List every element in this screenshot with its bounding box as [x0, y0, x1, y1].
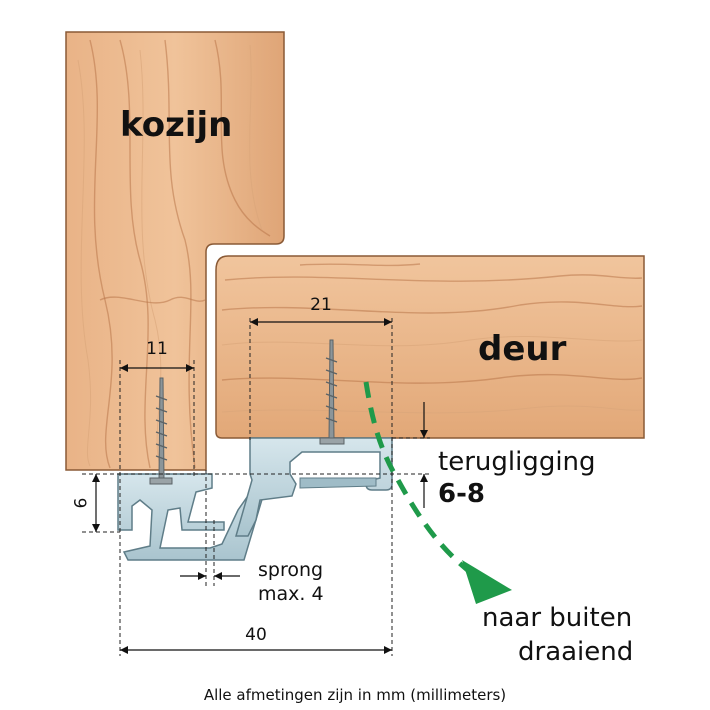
opening-direction-arrow [363, 381, 512, 604]
dimension-40-label: 40 [245, 625, 267, 645]
door-wood [215, 255, 645, 439]
dimension-9: 9 [69, 474, 100, 532]
dimension-11-label: 11 [146, 339, 168, 359]
dimension-9-label: 9 [69, 498, 89, 509]
dimension-40: 40 [120, 625, 392, 654]
arrow-head-icon [462, 560, 512, 604]
dimension-21-label: 21 [310, 295, 332, 315]
door-label: deur [478, 329, 567, 369]
sprong-dimension [180, 572, 240, 580]
terugligging-dimension [420, 402, 428, 508]
door-profile [235, 437, 393, 537]
direction-label-2: draaiend [518, 637, 633, 667]
sprong-max-label: max. 4 [258, 583, 324, 605]
frame-screw [149, 377, 173, 485]
dimension-21: 21 [250, 295, 392, 326]
frame-label: kozijn [120, 105, 232, 145]
units-footnote: Alle afmetingen zijn in mm (millimeters) [204, 686, 506, 704]
dimension-11: 11 [120, 339, 194, 372]
terugligging-value: 6-8 [438, 479, 485, 509]
extension-lines [82, 318, 430, 656]
door-screw [319, 339, 345, 445]
direction-label-1: naar buiten [482, 603, 632, 633]
terugligging-label: terugligging [438, 447, 596, 477]
sprong-label: sprong [258, 559, 323, 581]
